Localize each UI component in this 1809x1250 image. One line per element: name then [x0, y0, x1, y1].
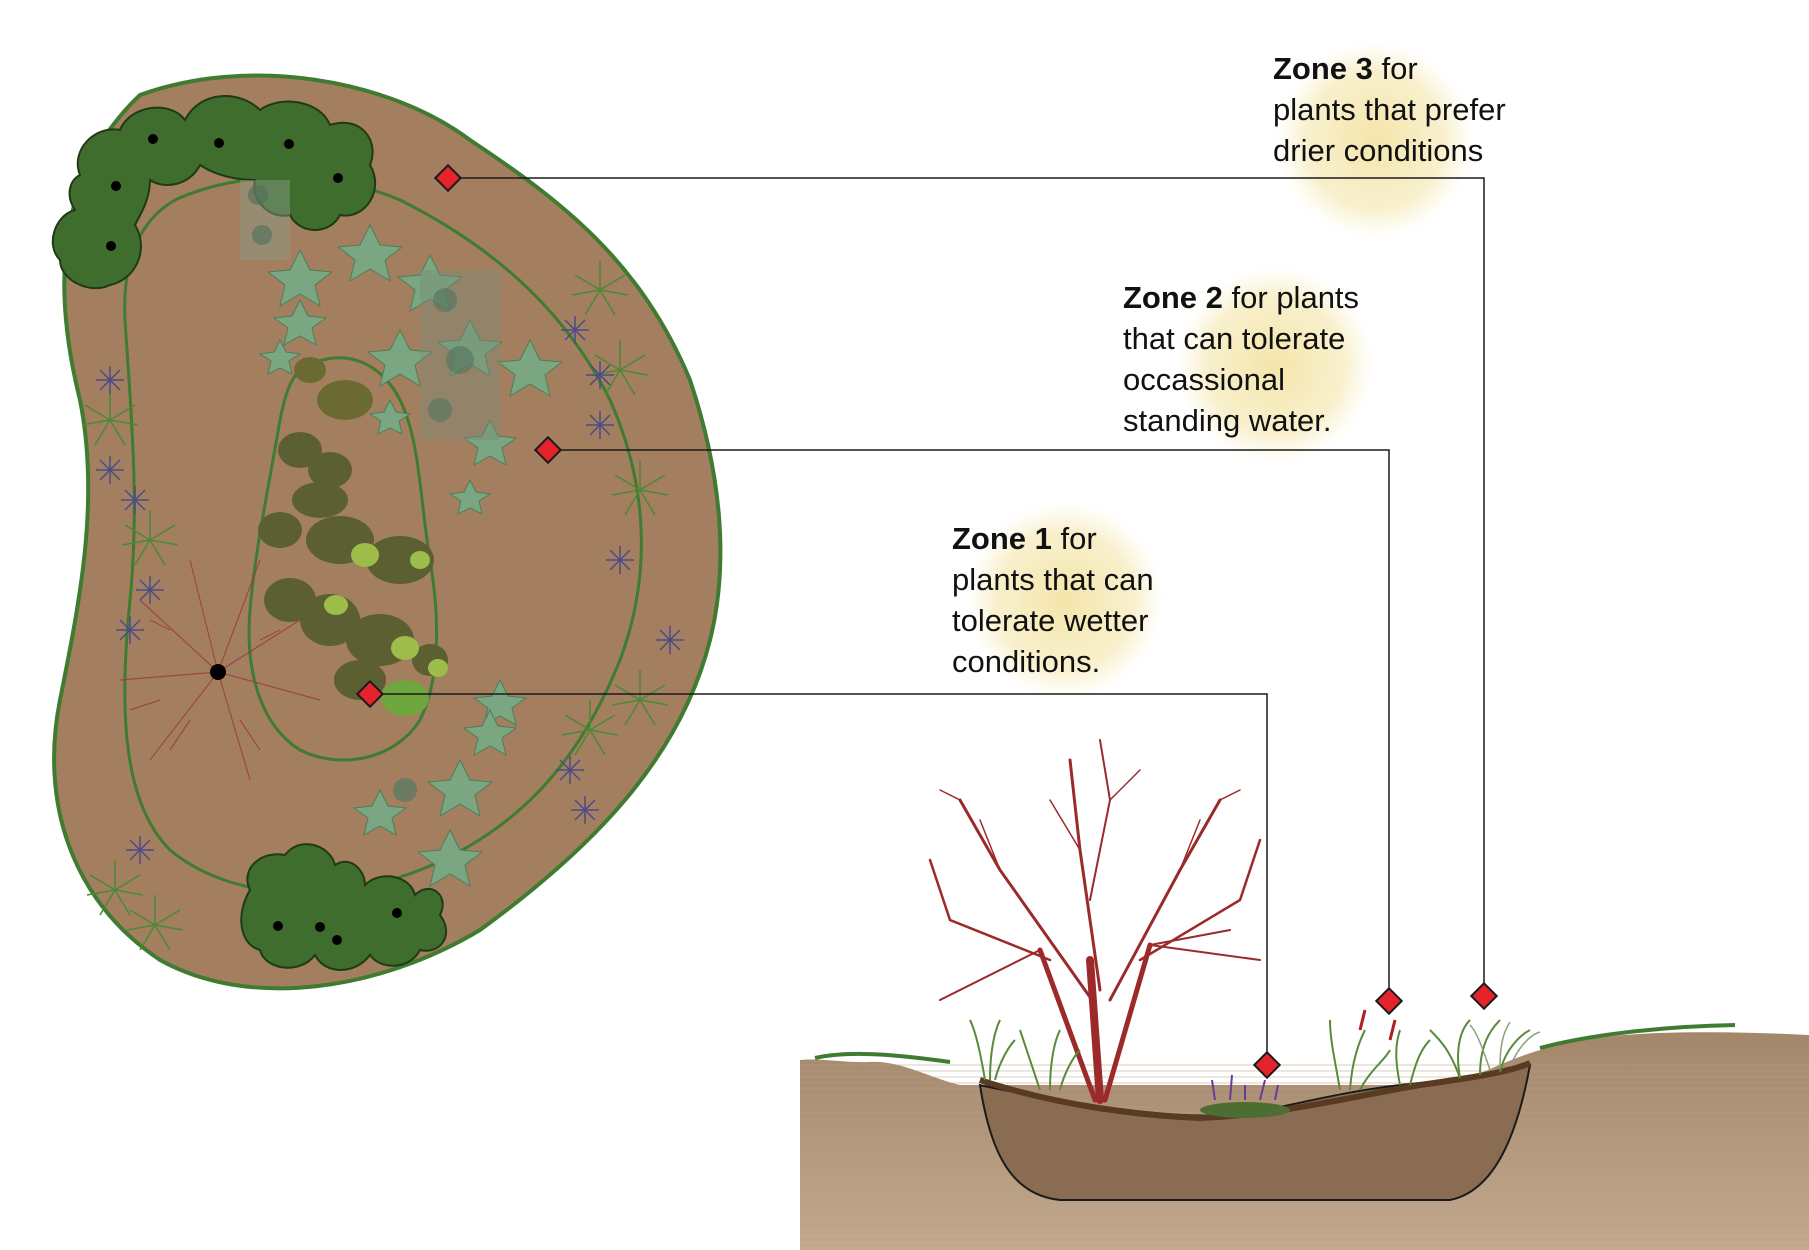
zone1-title: Zone 1	[952, 521, 1052, 556]
leader-lines	[370, 177, 1485, 1065]
marker-zone1-section	[1252, 1050, 1282, 1080]
zone3-line-1: for	[1381, 51, 1418, 86]
zone-markers	[355, 163, 1499, 1080]
wetland-plants	[258, 357, 448, 716]
zone2-line-1: for plants	[1231, 280, 1360, 315]
zone2-line-3: occassional	[1123, 362, 1285, 397]
zone3-label: Zone 3 for plants that prefer drier cond…	[1273, 48, 1543, 171]
zone1-line-1: for	[1060, 521, 1097, 556]
zone3-line-3: drier conditions	[1273, 133, 1484, 168]
marker-zone3-section	[1469, 981, 1499, 1011]
marker-zone3-plan	[433, 163, 463, 193]
drain-point	[210, 664, 226, 680]
zone1-line-3: tolerate wetter	[952, 603, 1149, 638]
zone3-line-2: plants that prefer	[1273, 92, 1506, 127]
purple-spiky-plants	[96, 316, 684, 864]
red-twig-shrub-plan	[119, 559, 321, 781]
plan-view	[51, 73, 723, 991]
zone1-label: Zone 1 for plants that can tolerate wett…	[952, 518, 1202, 682]
zone2-label: Zone 2 for plants that can tolerate occa…	[1123, 277, 1403, 441]
shrub-cluster-top	[51, 95, 377, 290]
marker-zone2-plan	[533, 435, 563, 465]
zone2-line-2: that can tolerate	[1123, 321, 1346, 356]
marker-zone1-plan	[355, 679, 385, 709]
zone1-line-2: plants that can	[952, 562, 1154, 597]
plan-outline-zone3	[52, 73, 723, 991]
zone2-line-4: standing water.	[1123, 403, 1332, 438]
red-twig-shrub-section	[928, 739, 1262, 1104]
section-grasses	[969, 1019, 1531, 1091]
section-red-spikes	[1358, 1009, 1397, 1041]
turf-edge	[814, 1023, 1736, 1064]
label-highlights	[940, 15, 1500, 725]
marker-zone2-section	[1374, 986, 1404, 1016]
leader-line-zone1	[370, 693, 1268, 1065]
shrub-cluster-bottom	[240, 843, 447, 971]
zone1-line-4: conditions.	[952, 644, 1101, 679]
zone2-title: Zone 2	[1123, 280, 1223, 315]
zone3-title: Zone 3	[1273, 51, 1373, 86]
leader-line-zone2	[548, 449, 1390, 1001]
leader-line-zone3	[448, 177, 1485, 996]
section-view	[800, 739, 1809, 1250]
mixed-perennials	[240, 180, 500, 802]
grass-tufts	[81, 260, 669, 951]
section-purple-flowers	[1200, 1074, 1290, 1118]
bank-ornamental-grass	[1469, 1021, 1541, 1071]
